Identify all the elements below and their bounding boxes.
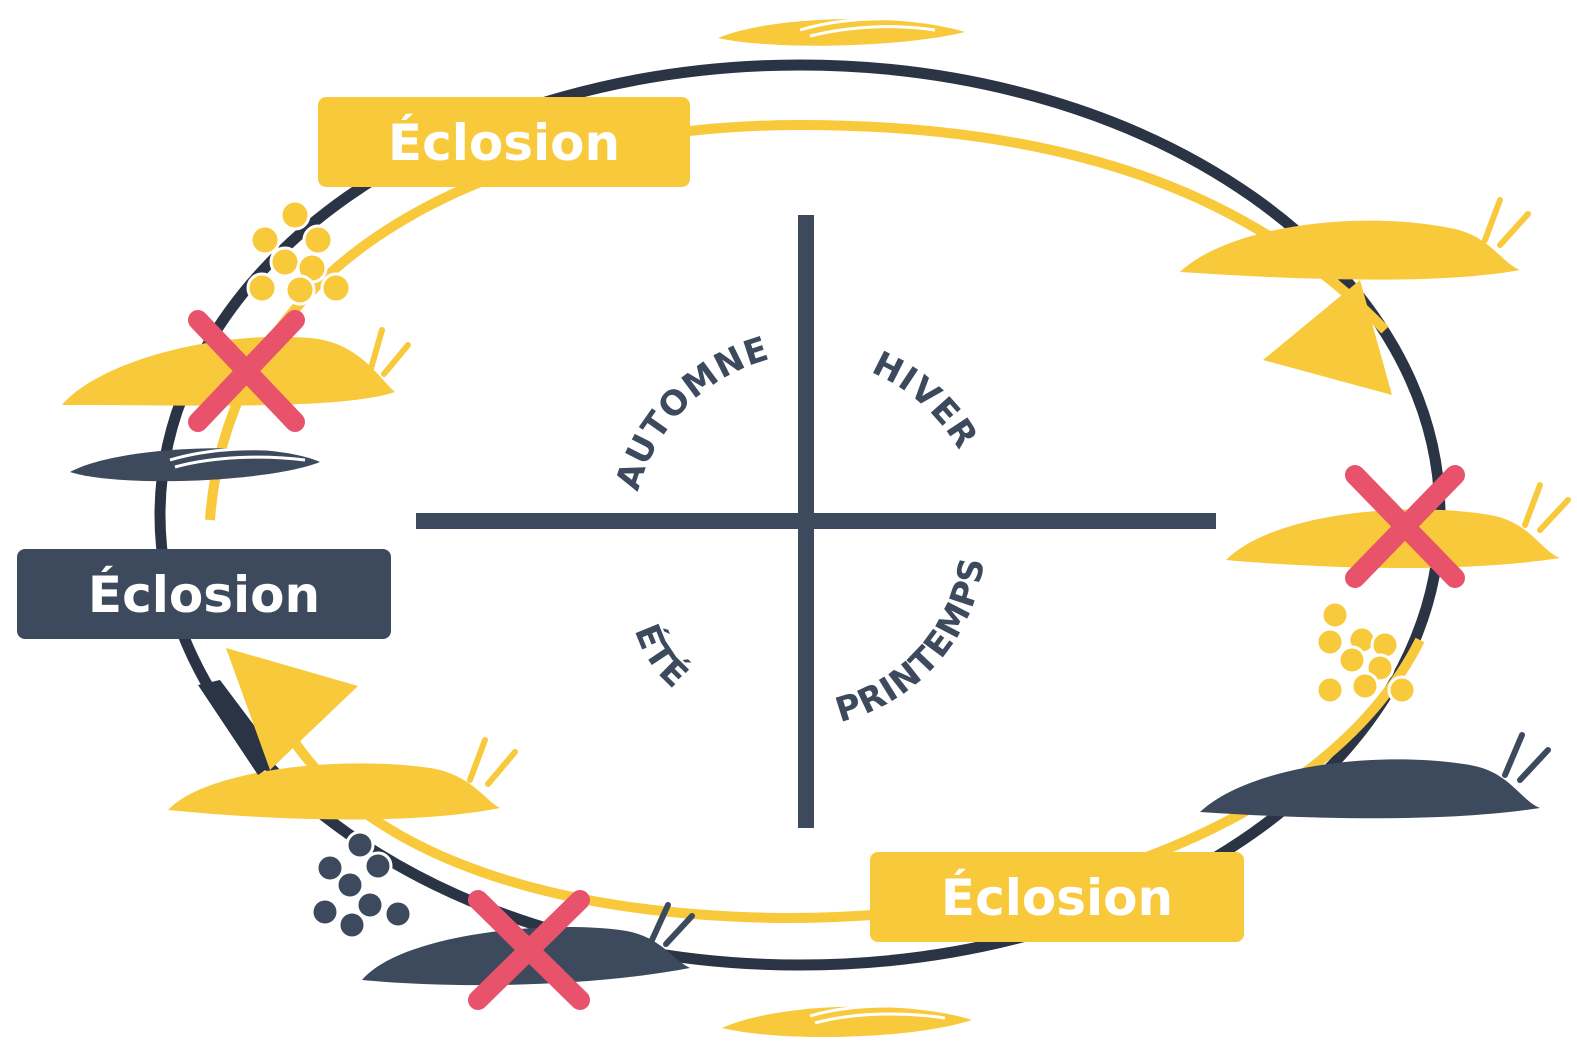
hatching-badge-top: Éclosion: [318, 97, 690, 187]
cross-icon: [468, 890, 590, 1010]
season-label-summer: ÉTÉ: [626, 618, 697, 696]
cross-icon: [188, 310, 305, 432]
hatching-badge-bottom: Éclosion: [870, 852, 1244, 942]
burrowed-slug-icon: [70, 447, 320, 482]
season-label-spring: PRINTEMPS: [831, 554, 993, 731]
slug-icon: [1200, 732, 1551, 819]
arrow-head-icon: [1263, 280, 1392, 395]
svg-text:Éclosion: Éclosion: [88, 565, 320, 624]
arrow-head-icon: [198, 680, 280, 775]
arrow-head-icon: [226, 648, 358, 770]
burrowed-slug-icon: [718, 17, 965, 46]
slug-icon: [168, 737, 518, 820]
season-label-winter: HIVER: [866, 344, 986, 456]
burrowed-slug-icon: [722, 1004, 972, 1038]
cross-icon: [1345, 465, 1465, 588]
slug-icon: [1180, 197, 1531, 280]
season-label-autumn: AUTOMNE: [608, 329, 774, 495]
svg-text:Éclosion: Éclosion: [941, 868, 1173, 927]
egg-cluster-icon: [310, 830, 413, 940]
egg-cluster-icon: [246, 199, 352, 306]
egg-cluster-icon: [1315, 600, 1417, 705]
svg-text:Éclosion: Éclosion: [388, 113, 620, 172]
hatching-badge-left: Éclosion: [17, 549, 391, 639]
slug-icon: [62, 327, 411, 406]
